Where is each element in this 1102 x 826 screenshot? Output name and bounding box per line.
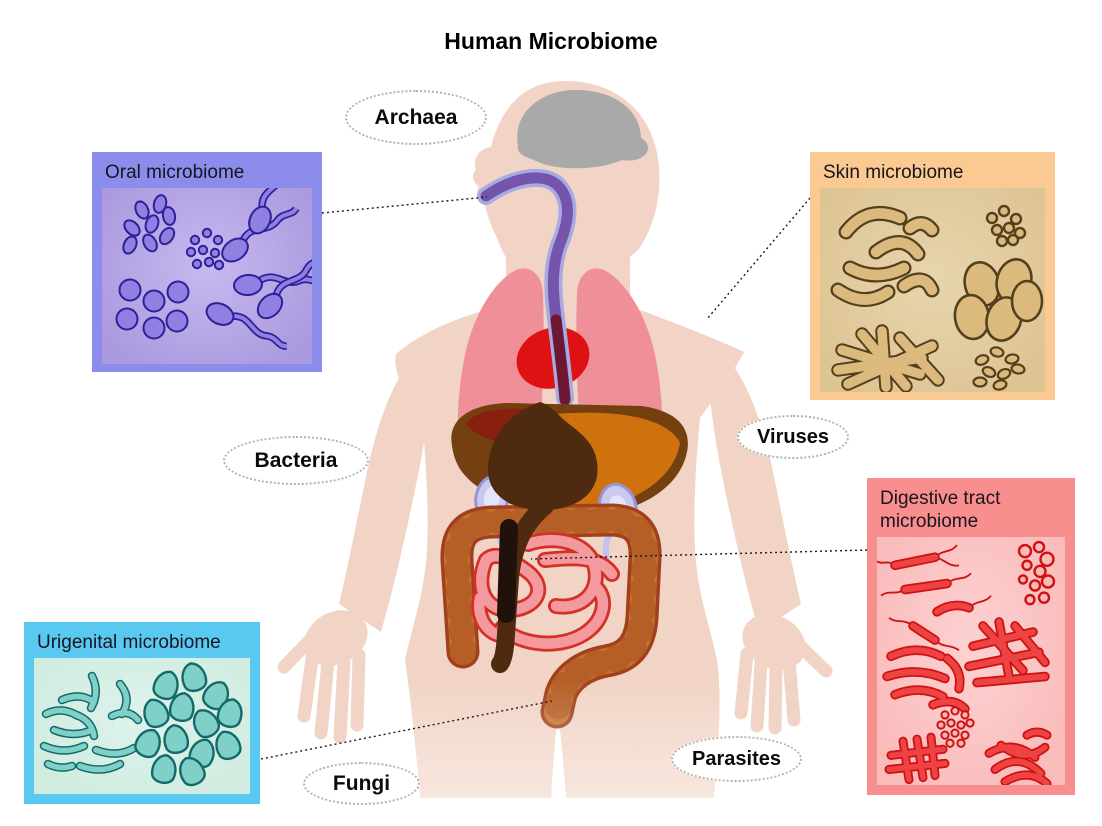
esophagus-shape xyxy=(477,168,577,407)
digestive-small-cocci-cluster xyxy=(936,706,975,749)
liver-shape xyxy=(451,403,688,516)
label-fungi: Fungi xyxy=(303,762,420,805)
kidneys-shape xyxy=(474,474,638,562)
torso-legs-shape xyxy=(395,302,744,798)
label-bacteria: Bacteria xyxy=(223,436,369,485)
skin-small-ovals xyxy=(972,346,1026,391)
digestive-cocci-circles xyxy=(1017,541,1056,606)
neck-shape xyxy=(506,244,630,323)
digestive-flagellated-rods xyxy=(877,544,992,652)
oral-microbiome-box: Oral microbiome xyxy=(92,152,322,372)
skin-microbiome-label: Skin microbiome xyxy=(823,162,964,183)
oral-large-cocci-cluster xyxy=(115,278,190,340)
stomach-shape xyxy=(487,402,598,673)
label-archaea-text: Archaea xyxy=(374,105,458,129)
label-archaea: Archaea xyxy=(345,90,487,145)
label-viruses: Viruses xyxy=(737,415,849,459)
digestive-curved-rods xyxy=(882,645,970,714)
lungs-shape xyxy=(457,268,663,482)
heart-shape xyxy=(516,327,590,389)
urigenital-microbiome-box: Urigenital microbiome xyxy=(24,622,260,804)
label-parasites: Parasites xyxy=(671,736,802,782)
connector-skin-to-shoulder xyxy=(706,197,811,320)
urigenital-microbiome-illustration xyxy=(34,658,250,795)
small-intestine-shape xyxy=(471,532,620,652)
skin-cocci-cluster xyxy=(985,204,1027,248)
skin-long-rods xyxy=(831,324,945,393)
digestive-tract-microbiome-label: Digestive tract microbiome xyxy=(880,488,1001,533)
urigenital-egg-cells xyxy=(130,659,247,790)
urigenital-curved-rods xyxy=(39,671,143,774)
large-intestine-shape xyxy=(440,503,662,729)
connector-urigenital-to-pelvis xyxy=(260,700,553,760)
right-arm-shape xyxy=(709,356,801,632)
page-title: Human Microbiome xyxy=(444,28,658,54)
label-viruses-text: Viruses xyxy=(757,425,829,448)
right-fingers xyxy=(734,639,833,735)
oral-microbiome-illustration xyxy=(102,188,312,365)
oral-microbiome-label: Oral microbiome xyxy=(105,162,245,183)
oral-flagellated-microbes xyxy=(205,188,312,351)
left-fingers xyxy=(277,633,366,744)
oral-cocci-oval-cluster xyxy=(122,194,177,255)
skin-curved-rods xyxy=(830,206,940,308)
digestive-spiral-bundle xyxy=(984,727,1052,785)
connector-digestive-to-intestine xyxy=(530,549,868,560)
urigenital-microbiome-label: Urigenital microbiome xyxy=(37,632,221,653)
label-fungi-text: Fungi xyxy=(332,771,391,795)
connector-oral-to-mouth xyxy=(321,196,488,214)
brain-shape xyxy=(517,90,649,169)
digestive-crossing-rods xyxy=(964,617,1050,688)
left-palm-shape xyxy=(304,610,368,666)
digestive-tract-microbiome-illustration xyxy=(877,537,1065,785)
skin-microbiome-box: Skin microbiome xyxy=(810,152,1055,400)
oral-small-cocci-cluster xyxy=(185,227,225,271)
label-parasites-text: Parasites xyxy=(692,747,781,770)
label-bacteria-text: Bacteria xyxy=(254,448,338,472)
digestive-tract-microbiome-box: Digestive tract microbiome xyxy=(867,478,1075,795)
right-palm-shape xyxy=(742,614,806,670)
left-arm-shape xyxy=(339,356,431,632)
head-shape xyxy=(472,81,660,271)
digestive-hash-rods xyxy=(884,732,950,785)
skin-microbiome-illustration xyxy=(820,188,1045,393)
skin-large-ovals xyxy=(953,258,1044,343)
